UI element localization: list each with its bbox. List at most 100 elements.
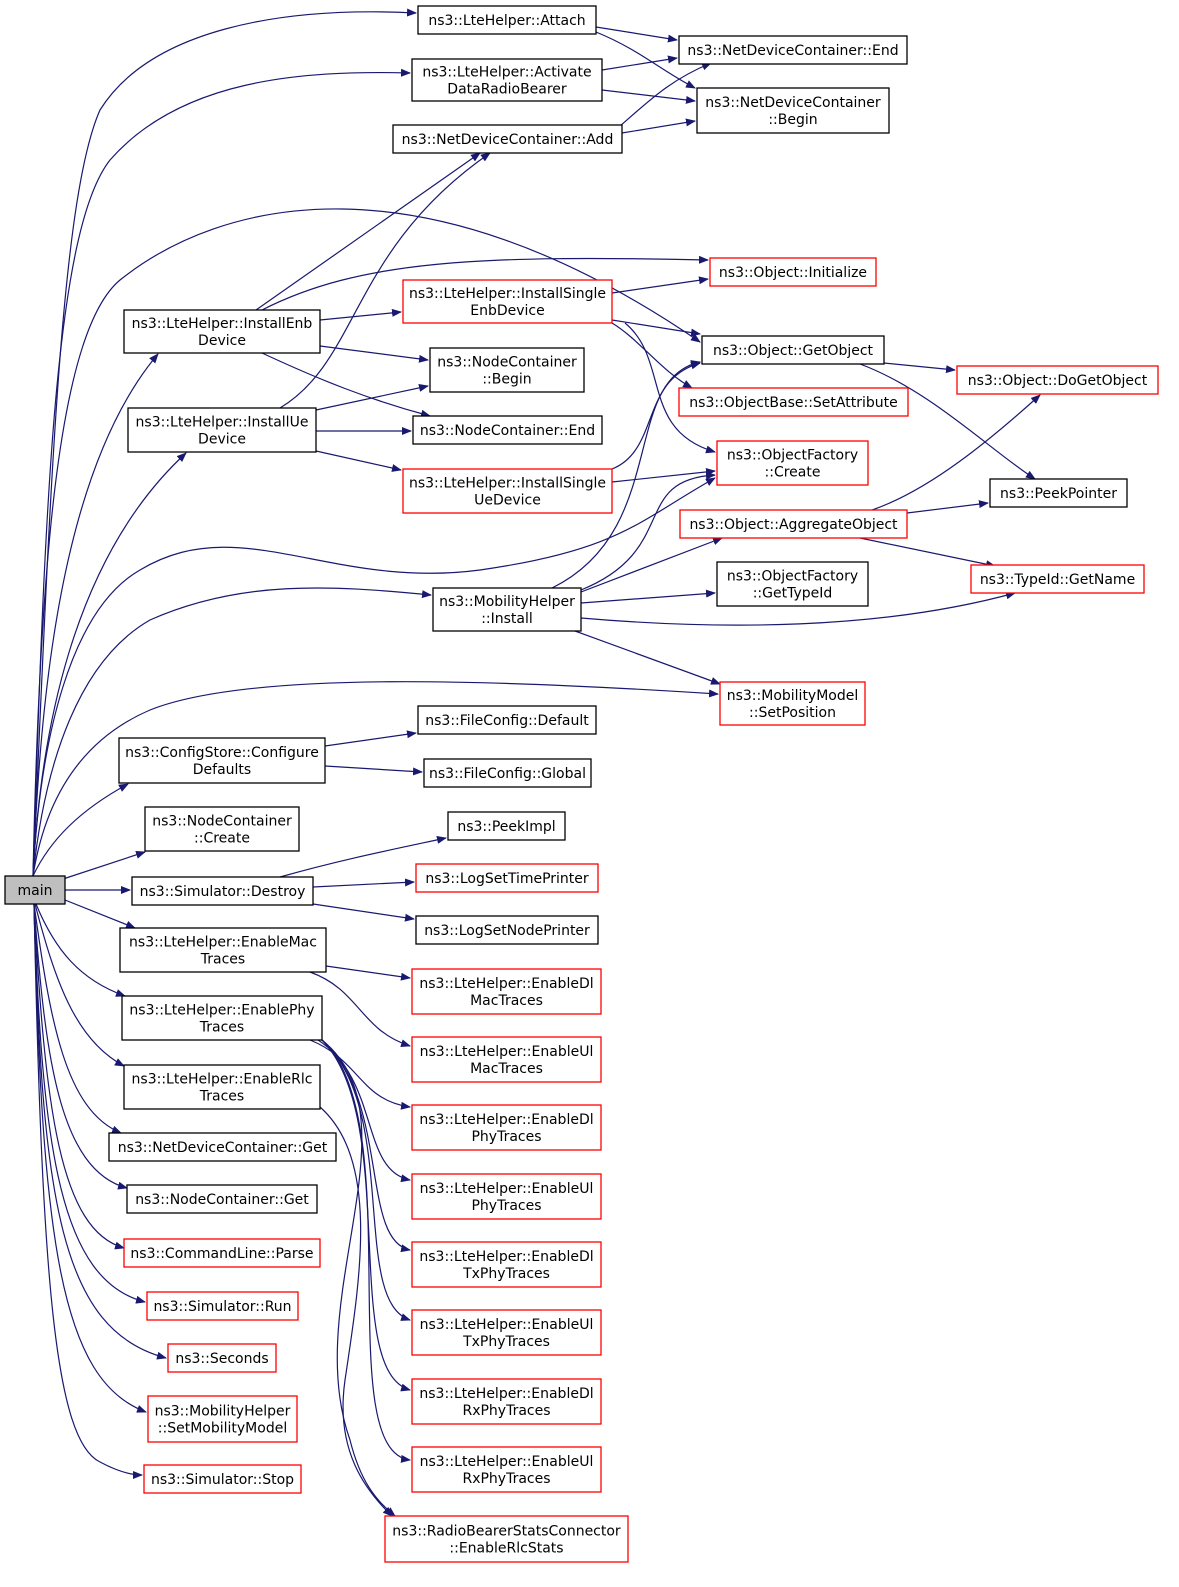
node-label: ns3::LteHelper::InstallEnb: [132, 316, 313, 332]
node-log-time[interactable]: ns3::LogSetTimePrinter: [415, 863, 599, 893]
node-peek-pointer[interactable]: ns3::PeekPointer: [989, 478, 1128, 508]
node-label: TxPhyTraces: [462, 1334, 550, 1350]
node-box: [696, 87, 890, 134]
node-box: [108, 1132, 337, 1162]
node-box: [679, 509, 908, 539]
node-label: ns3::NetDeviceContainer::End: [687, 43, 898, 59]
edge-main-to-seconds: [33, 903, 167, 1360]
node-label: ::EnableRlcStats: [449, 1541, 563, 1557]
edge-install_single_ue-to-of_create: [611, 467, 716, 483]
node-box: [119, 927, 327, 973]
edge-activate-to-ndc_end: [601, 55, 678, 71]
node-label: ns3::LteHelper::EnableDl: [419, 1386, 593, 1402]
edge-sim_destroy-to-log_node: [312, 903, 415, 922]
node-label: ns3::Object::GetObject: [713, 343, 874, 359]
edge-install_enb-to-install_single_enb: [319, 308, 402, 321]
node-sim-run[interactable]: ns3::Simulator::Run: [146, 1291, 299, 1321]
node-label: ns3::LteHelper::InstallSingle: [409, 476, 606, 492]
node-obj-init[interactable]: ns3::Object::Initialize: [709, 257, 877, 287]
edge-enable_rlc-to-rlc_stats: [319, 1106, 393, 1517]
node-get-name[interactable]: ns3::TypeId::GetName: [970, 564, 1145, 594]
node-sim-stop[interactable]: ns3::Simulator::Stop: [143, 1464, 302, 1494]
node-box: [709, 257, 877, 287]
edge-enable_phy-to-enable_ul_rx: [321, 1039, 411, 1463]
node-box: [956, 365, 1159, 395]
node-peek-impl[interactable]: ns3::PeekImpl: [447, 811, 566, 841]
node-label: ns3::LteHelper::EnableUl: [420, 1317, 594, 1333]
node-box: [678, 35, 908, 65]
node-nc-end[interactable]: ns3::NodeContainer::End: [412, 415, 603, 445]
node-label: ns3::LogSetNodePrinter: [424, 923, 590, 939]
node-set-position[interactable]: ns3::MobilityModel::SetPosition: [719, 681, 866, 726]
node-nc-create[interactable]: ns3::NodeContainer::Create: [144, 806, 300, 852]
node-box: [143, 1464, 302, 1494]
node-fc-global[interactable]: ns3::FileConfig::Global: [423, 758, 592, 788]
node-seconds[interactable]: ns3::Seconds: [167, 1343, 277, 1373]
edge-get_object-to-do_get_object: [883, 362, 956, 374]
node-of-create[interactable]: ns3::ObjectFactory::Create: [716, 440, 869, 486]
node-label: ns3::Simulator::Run: [153, 1299, 291, 1315]
node-mobility-install[interactable]: ns3::MobilityHelper::Install: [432, 587, 582, 632]
node-of-get-type-id[interactable]: ns3::ObjectFactory::GetTypeId: [716, 561, 869, 607]
node-label: ns3::LteHelper::EnableDl: [419, 1249, 593, 1265]
node-ndc-get[interactable]: ns3::NetDeviceContainer::Get: [108, 1132, 337, 1162]
node-do-get-object[interactable]: ns3::Object::DoGetObject: [956, 365, 1159, 395]
node-set-attribute[interactable]: ns3::ObjectBase::SetAttribute: [678, 387, 909, 417]
node-label: ns3::ConfigStore::Configure: [125, 745, 319, 761]
node-label: PhyTraces: [471, 1129, 541, 1145]
edge-attach-to-ndc_begin: [595, 31, 696, 89]
edge-main-to-ndc_get: [33, 903, 122, 1134]
node-box: [411, 968, 602, 1015]
node-label: ns3::LteHelper::EnableRlc: [132, 1072, 313, 1088]
node-main[interactable]: main: [4, 875, 66, 905]
node-attach[interactable]: ns3::LteHelper::Attach: [417, 5, 597, 35]
edge-main-to-sim_run: [33, 903, 146, 1304]
node-get-object[interactable]: ns3::Object::GetObject: [701, 335, 885, 365]
node-fc-default[interactable]: ns3::FileConfig::Default: [417, 705, 597, 735]
node-sim-destroy[interactable]: ns3::Simulator::Destroy: [131, 876, 314, 906]
node-box: [417, 705, 597, 735]
node-box: [144, 806, 300, 852]
edge-aggregate-to-peek_pointer: [906, 500, 989, 514]
node-rlc-stats[interactable]: ns3::RadioBearerStatsConnector::EnableRl…: [384, 1515, 629, 1563]
node-box: [127, 407, 317, 453]
edge-ndc_add-to-ndc_end: [619, 62, 712, 127]
edge-main-to-activate: [32, 68, 411, 877]
node-box: [423, 758, 592, 788]
node-ndc-end[interactable]: ns3::NetDeviceContainer::End: [678, 35, 908, 65]
node-box: [432, 587, 582, 632]
node-box: [415, 863, 599, 893]
node-set-mobility[interactable]: ns3::MobilityHelper::SetMobilityModel: [147, 1395, 298, 1443]
node-log-node[interactable]: ns3::LogSetNodePrinter: [415, 915, 599, 945]
node-label: ns3::RadioBearerStatsConnector: [392, 1524, 621, 1540]
node-label: ns3::MobilityHelper: [155, 1404, 291, 1420]
node-label: ns3::LteHelper::EnableDl: [419, 976, 593, 992]
node-ndc-begin[interactable]: ns3::NetDeviceContainer::Begin: [696, 87, 890, 134]
edge-mobility_install-to-aggregate: [580, 537, 723, 593]
node-ndc-add[interactable]: ns3::NetDeviceContainer::Add: [392, 124, 623, 154]
node-aggregate[interactable]: ns3::Object::AggregateObject: [679, 509, 908, 539]
node-cmd-parse[interactable]: ns3::CommandLine::Parse: [123, 1238, 321, 1268]
node-box: [121, 995, 323, 1041]
edge-enable_phy-to-rlc_stats: [321, 1039, 396, 1517]
node-nc-begin[interactable]: ns3::NodeContainer::Begin: [429, 347, 585, 393]
node-nc-get[interactable]: ns3::NodeContainer::Get: [126, 1184, 318, 1214]
node-label: ns3::LteHelper::EnableDl: [419, 1112, 593, 1128]
